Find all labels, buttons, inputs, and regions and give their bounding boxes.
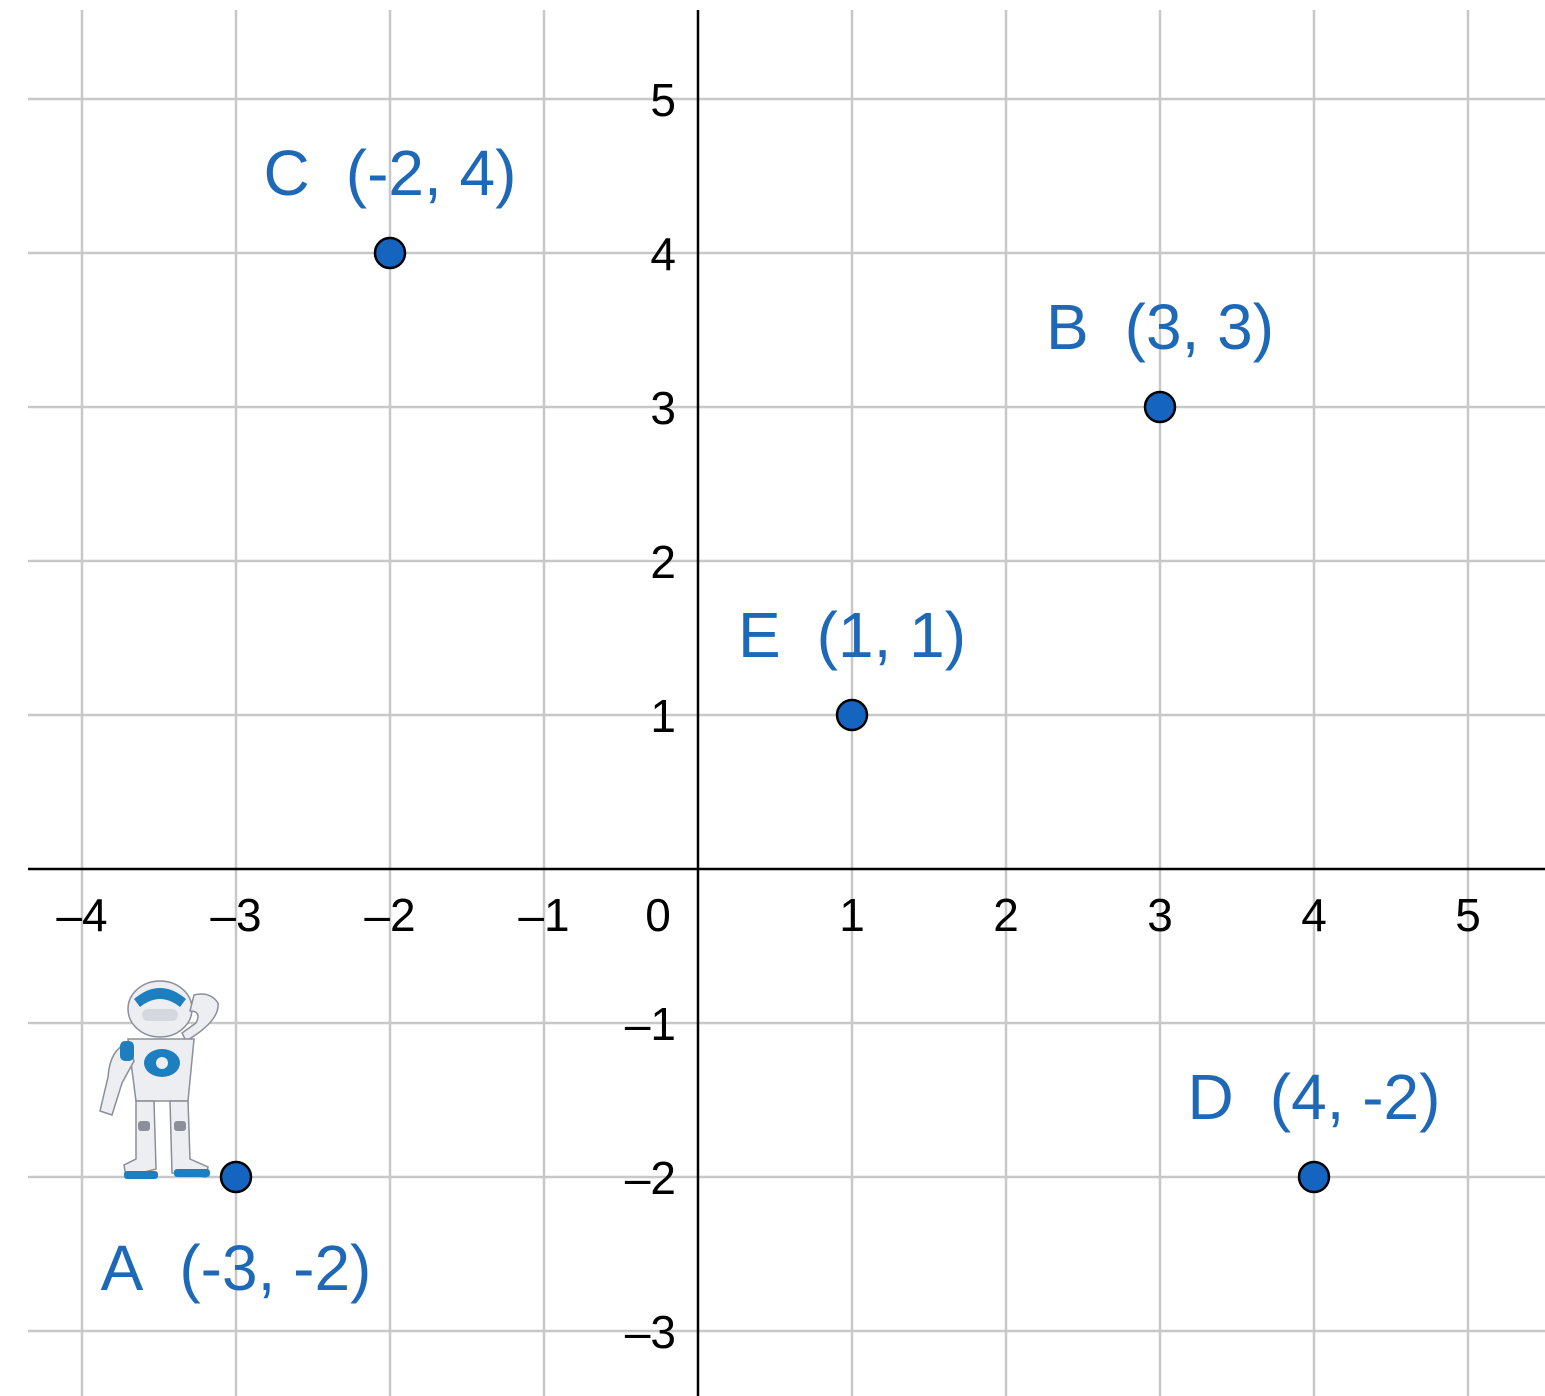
point-A xyxy=(219,1160,253,1194)
y-tick-label: –2 xyxy=(625,1152,676,1204)
point-D xyxy=(1297,1160,1331,1194)
y-tick-label: 4 xyxy=(650,228,676,280)
x-tick-label: 2 xyxy=(993,889,1019,941)
point-B xyxy=(1143,390,1177,424)
point-label-E: E (1, 1) xyxy=(738,599,966,671)
tick-labels: –4 –3 –2 –1 0 1 2 3 4 5 5 4 3 2 1 –1 –2 –3 xyxy=(56,74,1480,1358)
point-name: D xyxy=(1188,1061,1234,1133)
point-name: A xyxy=(101,1232,144,1304)
robot-figure-icon xyxy=(99,980,219,1179)
point-name: E xyxy=(738,599,781,671)
robot-body xyxy=(99,980,219,1179)
grid-lines xyxy=(28,10,1545,1396)
y-tick-label: 1 xyxy=(650,690,676,742)
x-tick-label: 1 xyxy=(839,889,865,941)
point-label-A: A (-3, -2) xyxy=(101,1232,372,1304)
point-coords: (4, -2) xyxy=(1270,1061,1441,1133)
axes xyxy=(28,10,1545,1396)
point-coords: (-2, 4) xyxy=(346,137,517,209)
point-label-B: B (3, 3) xyxy=(1046,291,1274,363)
x-tick-label: –3 xyxy=(210,889,261,941)
y-tick-label: 2 xyxy=(650,536,676,588)
x-tick-label: 3 xyxy=(1147,889,1173,941)
x-tick-label: 0 xyxy=(645,889,671,941)
y-tick-label: 3 xyxy=(650,382,676,434)
x-tick-label: 4 xyxy=(1301,889,1327,941)
x-tick-label: 5 xyxy=(1455,889,1481,941)
y-tick-label: –1 xyxy=(625,998,676,1050)
point-name: B xyxy=(1046,291,1089,363)
x-tick-label: –1 xyxy=(518,889,569,941)
point-E xyxy=(835,698,869,732)
point-label-C: C (-2, 4) xyxy=(264,137,517,209)
y-tick-label: 5 xyxy=(650,74,676,126)
point-name: C xyxy=(264,137,310,209)
point-coords: (-3, -2) xyxy=(179,1232,371,1304)
y-tick-label: –3 xyxy=(625,1306,676,1358)
x-tick-label: –2 xyxy=(364,889,415,941)
point-coords: (1, 1) xyxy=(817,599,966,671)
point-label-D: D (4, -2) xyxy=(1188,1061,1441,1133)
x-tick-label: –4 xyxy=(56,889,107,941)
data-points: C (-2, 4) B (3, 3) E (1, 1) D (4, -2) A (-3, -2) xyxy=(101,137,1441,1304)
point-coords: (3, 3) xyxy=(1125,291,1274,363)
point-C xyxy=(373,236,407,270)
